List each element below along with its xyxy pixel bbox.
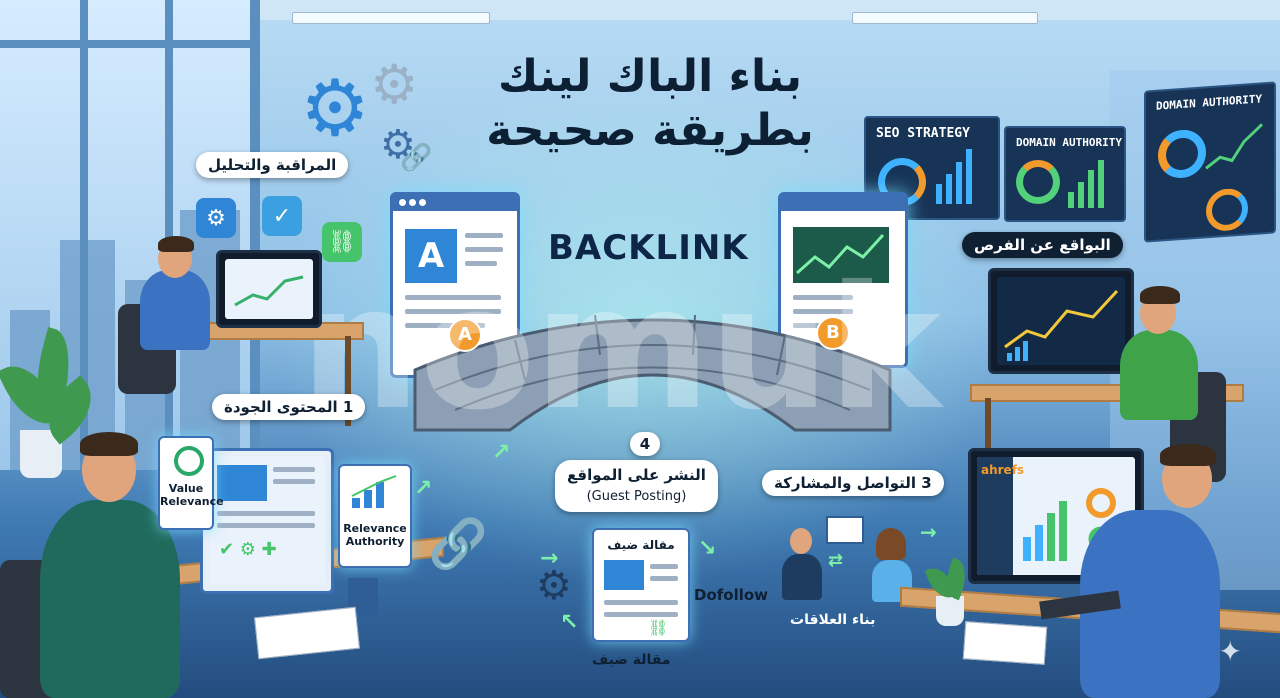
donut-chart-icon bbox=[1016, 160, 1060, 204]
bar-icon bbox=[1078, 182, 1084, 208]
dofollow-label: Dofollow bbox=[694, 586, 769, 604]
backlink-heading: BACKLINK bbox=[548, 228, 749, 268]
arrow-icon: ↗ bbox=[492, 440, 511, 465]
contact-person-head bbox=[790, 528, 812, 554]
relevance-authority-card: Relevance Authority bbox=[338, 464, 412, 568]
window-mullion bbox=[80, 0, 88, 470]
domain-authority-panel: DOMAIN AUTHORITY bbox=[1004, 126, 1126, 222]
guest-article-card: مقالة ضيف ⛓ bbox=[592, 528, 690, 642]
link-icon: ⛓ bbox=[322, 222, 362, 262]
bar-icon bbox=[936, 184, 942, 204]
chain-link-icon: 🔗 bbox=[428, 516, 488, 572]
badge-icon bbox=[174, 446, 204, 476]
opportunities-label: البواقع عن الفرص bbox=[962, 232, 1123, 258]
envelope-icon bbox=[826, 516, 864, 544]
outreach-label: 3 التواصل والمشاركة bbox=[762, 470, 944, 496]
arrow-icon: → bbox=[920, 520, 937, 544]
monitoring-label: المراقبة والتحليل bbox=[196, 152, 349, 178]
site-a-badge: A bbox=[448, 318, 482, 352]
bar-icon bbox=[946, 174, 952, 204]
link-icon: 🔗 bbox=[400, 143, 433, 173]
worker bbox=[1120, 330, 1198, 420]
relevance-authority-text: Relevance Authority bbox=[343, 522, 407, 548]
settings-icon: ⚙ bbox=[196, 198, 236, 238]
bar-icon bbox=[966, 149, 972, 204]
bar-icon bbox=[1068, 192, 1074, 208]
watermark: nomuk bbox=[300, 250, 941, 448]
guest-article-caption: مقالة ضيف bbox=[592, 652, 671, 668]
ceiling-light bbox=[292, 12, 490, 24]
notepad bbox=[962, 621, 1048, 665]
check-icon: ✓ bbox=[262, 196, 302, 236]
seo-strategy-panel: SEO STRATEGY bbox=[864, 116, 1000, 220]
publishing-subtitle: (Guest Posting) bbox=[586, 489, 687, 504]
panel-title: SEO STRATEGY bbox=[876, 126, 970, 141]
image-icon bbox=[217, 465, 267, 501]
ceiling-light bbox=[852, 12, 1038, 24]
growth-chart-icon bbox=[793, 227, 889, 283]
relationships-label: بناء العلاقات bbox=[790, 612, 876, 628]
arrow-icon: ↘ bbox=[698, 536, 717, 561]
sparkle-icon: ✦ bbox=[1218, 635, 1242, 668]
arrow-icon: ↖ bbox=[560, 610, 579, 635]
donut-chart-icon bbox=[1158, 128, 1206, 180]
domain-authority-panel: DOMAIN AUTHORITY bbox=[1144, 81, 1276, 243]
donut-chart-icon bbox=[1206, 187, 1248, 233]
image-icon bbox=[604, 560, 644, 590]
gear-icon: ⚙ bbox=[380, 122, 416, 168]
bar-chart-icon bbox=[351, 475, 397, 508]
bar-icon bbox=[1098, 160, 1104, 208]
bar-icon bbox=[956, 162, 962, 204]
arrow-icon: ⇄ bbox=[828, 550, 844, 571]
link-icon: ⛓ bbox=[648, 618, 669, 637]
step-number-badge: 4 bbox=[630, 432, 660, 456]
worker bbox=[40, 500, 180, 698]
arrow-icon: ↗ bbox=[414, 476, 433, 501]
bar-icon bbox=[1088, 170, 1094, 208]
panel-title: DOMAIN AUTHORITY bbox=[1156, 92, 1262, 113]
value-relevance-text: Value Relevance bbox=[160, 482, 224, 508]
trend-line-icon bbox=[1205, 123, 1263, 170]
main-title: بناء الباك لينك بطريقة صحيحة bbox=[440, 50, 860, 158]
check-icon: ✔ ⚙ ✚ bbox=[219, 539, 277, 560]
site-a-letter: A bbox=[405, 229, 457, 283]
gear-icon: ⚙ bbox=[536, 563, 572, 609]
value-relevance-card: Value Relevance bbox=[158, 436, 224, 530]
guest-article-title: مقالة ضيف bbox=[607, 538, 675, 552]
computer-monitor bbox=[988, 268, 1134, 374]
laptop: ✔ ⚙ ✚ bbox=[200, 448, 334, 594]
publishing-label: النشر على المواقع (Guest Posting) bbox=[555, 460, 718, 512]
worker bbox=[140, 270, 210, 350]
contact-person bbox=[782, 554, 822, 600]
window-transom bbox=[0, 40, 250, 48]
content-step-label: 1 المحتوى الجودة bbox=[212, 394, 366, 420]
gear-icon: ⚙ bbox=[370, 53, 419, 116]
site-b-badge: B bbox=[816, 316, 850, 350]
panel-title: DOMAIN AUTHORITY bbox=[1016, 136, 1122, 149]
computer-monitor bbox=[216, 250, 322, 328]
plant-pot bbox=[936, 596, 964, 626]
gear-icon: ⚙ bbox=[300, 64, 370, 154]
title-line-1: بناء الباك لينك bbox=[498, 51, 802, 102]
publishing-title: النشر على المواقع bbox=[567, 466, 706, 484]
arrow-icon: → bbox=[540, 546, 559, 571]
title-line-2: بطريقة صحيحة bbox=[486, 105, 814, 156]
notepad bbox=[254, 606, 360, 660]
ahrefs-logo: ahrefs bbox=[981, 463, 1025, 477]
window-mullion bbox=[165, 0, 173, 470]
stone-bridge bbox=[413, 314, 892, 432]
